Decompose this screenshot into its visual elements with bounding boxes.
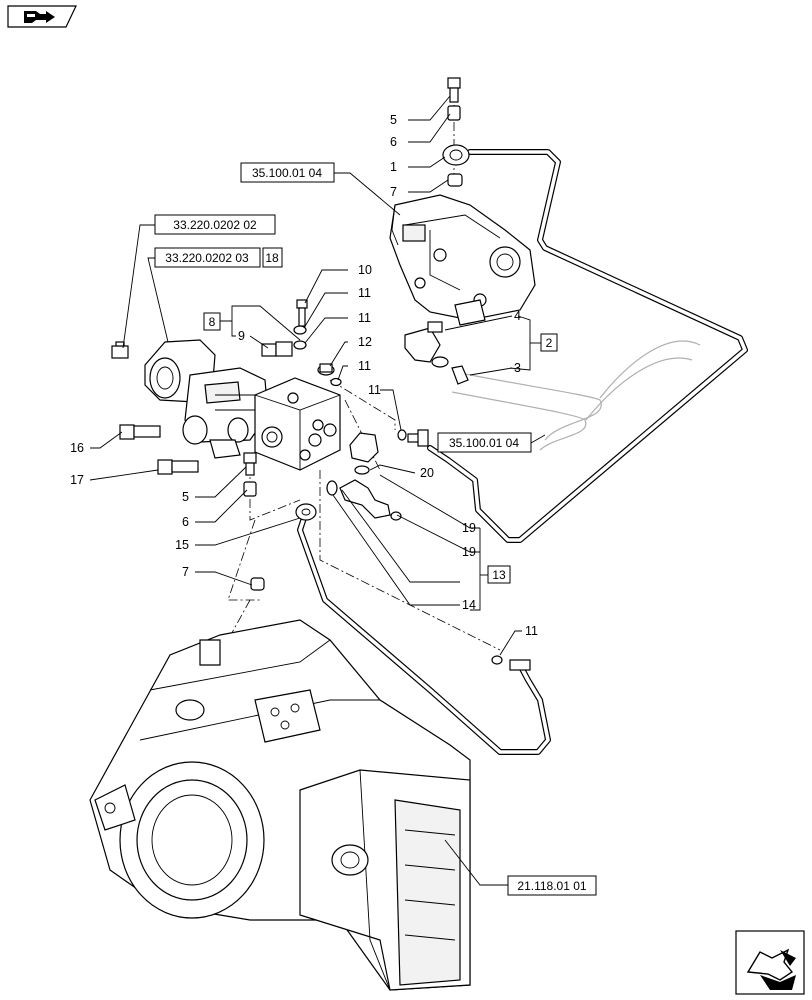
ref-box-4[interactable]: 35.100.01 04 [437,432,532,453]
group-box-2[interactable]: 2 [540,333,558,352]
banjo-bolt-5b [243,452,257,476]
callout-19-a: 19 [462,521,476,535]
control-valve-body [389,194,536,326]
callout-3: 3 [514,361,521,375]
svg-text:18: 18 [265,251,279,265]
ref-box-2[interactable]: 33.220.0202 02 [154,214,276,235]
banjo-fitting-top [442,144,470,166]
group-box-8[interactable]: 8 [203,312,221,331]
callout-19-b: 19 [462,545,476,559]
callout-16: 16 [70,441,84,455]
callout-numbers: 5 6 1 7 10 11 11 9 12 11 4 3 11 20 16 17… [70,113,538,638]
callout-5-top: 5 [390,113,397,127]
callout-11-d: 11 [368,383,381,397]
callout-7-lower: 7 [182,565,189,579]
cap-nut [349,432,379,475]
callout-20: 20 [420,466,434,480]
pressure-pipe-upper [427,149,748,543]
callout-12: 12 [358,335,372,349]
pressure-pipe-lower [297,512,551,755]
svg-text:2: 2 [546,336,553,350]
svg-text:8: 8 [209,315,216,329]
washers-11 [293,325,503,665]
plug-12 [317,363,335,376]
connector-bottom-right [509,659,531,671]
ref-box-3[interactable]: 33.220.0202 03 18 [154,247,283,268]
svg-text:35.100.01 04: 35.100.01 04 [449,436,519,450]
connector-20 [407,429,429,447]
bolt-10 [296,299,308,327]
svg-text:13: 13 [492,568,506,582]
group-box-13[interactable]: 13 [487,565,511,584]
callout-11-c: 11 [358,359,371,373]
adapter-9 [261,341,293,357]
callout-11-b: 11 [358,311,371,325]
washer-6b [243,481,257,497]
callout-14: 14 [462,598,476,612]
seal-7b [250,577,265,591]
callout-11-a: 11 [358,286,371,300]
book-arrow-icon[interactable] [7,5,77,28]
leader-lines [89,95,546,886]
ref-box-5[interactable]: 21.118.01 01 [507,875,597,896]
callout-5-lower: 5 [182,490,189,504]
callout-7-top: 7 [390,185,397,199]
svg-text:33.220.0202 02: 33.220.0202 02 [173,218,257,232]
tee-fitting-13 [326,479,402,521]
callout-11-e: 11 [525,624,538,638]
transmission-housing [89,619,471,991]
callout-6-top: 6 [390,135,397,149]
ref-box-1[interactable]: 35.100.01 04 [240,162,335,183]
callout-1: 1 [390,160,397,174]
callout-15: 15 [175,538,189,552]
fitting-left-nipple [111,341,129,359]
valve-block [254,377,341,471]
screw-16 [119,424,161,440]
washer-top [447,105,461,121]
callout-10: 10 [358,263,372,277]
ghost-pipe-outline [451,340,701,451]
elbow-fitting [404,321,469,385]
svg-text:21.118.01 01: 21.118.01 01 [517,879,587,893]
banjo-bolt-top [447,77,461,103]
callout-9: 9 [238,329,245,343]
callout-4: 4 [514,309,521,323]
svg-text:35.100.01 04: 35.100.01 04 [252,166,322,180]
callout-17: 17 [70,473,84,487]
callout-6-lower: 6 [182,515,189,529]
next-page-arrow-icon[interactable] [735,930,805,995]
banjo-fitting-15 [295,503,317,521]
remote-valve-assembly [144,339,269,459]
seal-top [447,173,463,187]
screw-17 [157,459,199,475]
svg-text:33.220.0202 03: 33.220.0202 03 [165,251,249,265]
